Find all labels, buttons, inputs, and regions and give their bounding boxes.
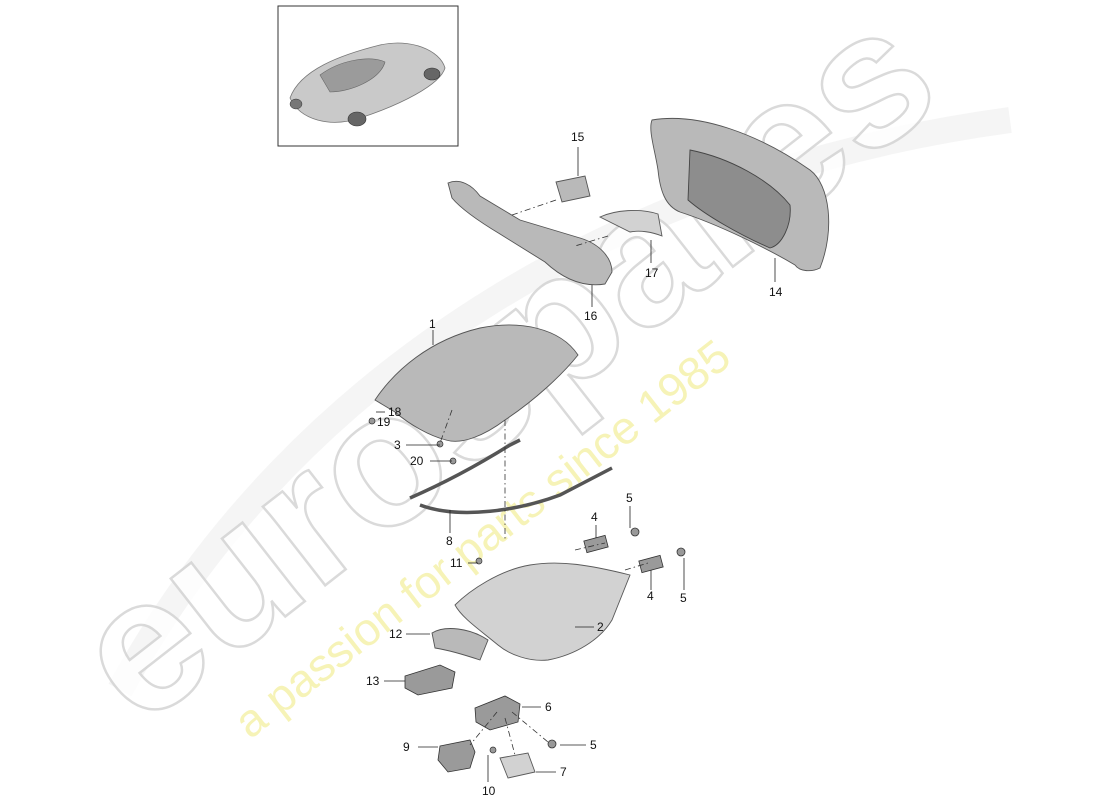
label-part-4-lower: 4 xyxy=(647,589,654,603)
car-illustration xyxy=(289,42,446,127)
watermark-swoosh xyxy=(108,107,1012,697)
label-part-14: 14 xyxy=(769,285,783,299)
label-part-11: 11 xyxy=(450,556,463,570)
label-part-6: 6 xyxy=(545,700,552,714)
part-16-crossmember xyxy=(447,180,613,286)
part-4-clip-lower xyxy=(638,554,664,574)
part-12-cover xyxy=(431,628,489,661)
part-6-bracket xyxy=(474,695,521,731)
label-part-4-upper: 4 xyxy=(591,510,598,524)
label-part-19: 19 xyxy=(377,415,391,429)
part-labels: 1 2 3 4 4 5 5 5 6 7 8 9 10 11 12 13 14 1… xyxy=(366,130,783,798)
label-part-1: 1 xyxy=(429,317,436,331)
label-part-16: 16 xyxy=(584,309,598,323)
label-part-8: 8 xyxy=(446,534,453,548)
label-part-13: 13 xyxy=(366,674,380,688)
part-5-screws xyxy=(547,527,686,749)
assembly-lines xyxy=(439,199,649,756)
label-part-2: 2 xyxy=(597,620,604,634)
label-part-3: 3 xyxy=(394,438,401,452)
label-part-9: 9 xyxy=(403,740,410,754)
leader-lines xyxy=(376,147,776,782)
part-7-cover xyxy=(499,752,536,779)
label-part-10: 10 xyxy=(482,784,496,798)
part-8-seal xyxy=(409,438,613,515)
part-4-clip-upper xyxy=(583,534,609,554)
part-9-motor xyxy=(437,739,476,773)
label-part-20: 20 xyxy=(410,454,424,468)
part-13-module xyxy=(404,664,456,696)
label-part-5-right: 5 xyxy=(680,591,687,605)
label-part-5-bottom: 5 xyxy=(590,738,597,752)
part-15-cover xyxy=(555,175,591,203)
label-part-18: 18 xyxy=(388,405,402,419)
part-17-bracket xyxy=(598,210,663,237)
label-part-12: 12 xyxy=(389,627,403,641)
part-2-headliner xyxy=(454,562,631,661)
part-14-inner-recess xyxy=(687,149,791,249)
label-part-15: 15 xyxy=(571,130,585,144)
label-part-7: 7 xyxy=(560,765,567,779)
small-fasteners xyxy=(368,417,497,754)
label-part-5-upper: 5 xyxy=(626,491,633,505)
part-1-roof-panel xyxy=(374,324,579,442)
vehicle-thumbnail xyxy=(277,5,459,147)
label-part-17: 17 xyxy=(645,266,659,280)
